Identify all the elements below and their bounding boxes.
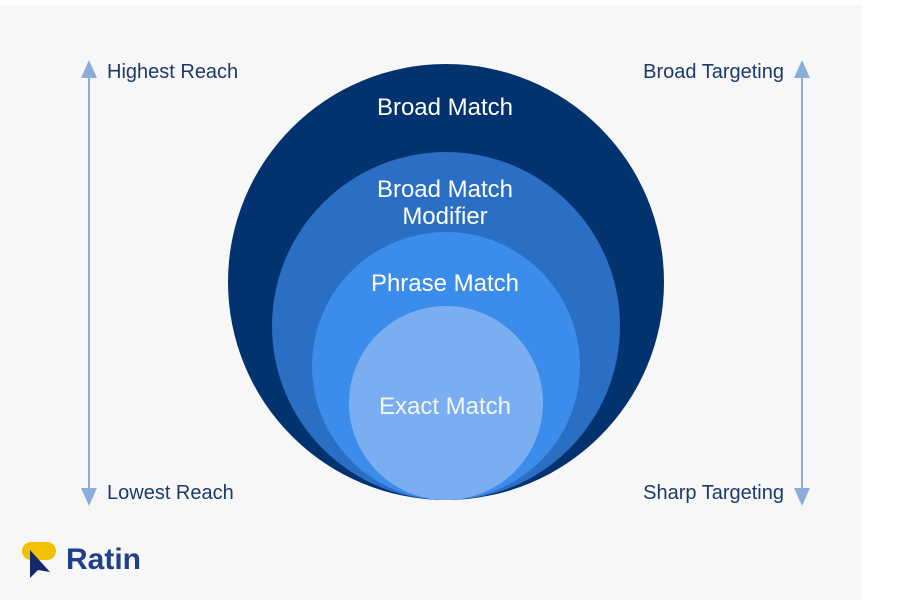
left-arrow-down-head	[81, 488, 97, 506]
label-broad-match-modifier: Broad Match Modifier	[376, 176, 514, 230]
ratin-logo: Ratin	[20, 540, 141, 580]
highest-reach-label: Highest Reach	[107, 61, 239, 83]
circle-exact-match	[349, 306, 543, 500]
label-phrase-match: Phrase Match	[370, 270, 520, 297]
left-double-arrow	[81, 60, 97, 506]
ratin-logo-icon	[22, 542, 56, 578]
left-arrow-up-head	[81, 60, 97, 78]
brand-name: Ratin	[66, 543, 141, 576]
label-broad-match: Broad Match	[376, 94, 514, 121]
label-exact-match: Exact Match	[378, 393, 512, 420]
right-double-arrow	[794, 60, 810, 506]
lowest-reach-label: Lowest Reach	[107, 482, 234, 504]
broad-targeting-label: Broad Targeting	[643, 61, 784, 83]
right-arrow-down-head	[794, 488, 810, 506]
right-arrow-up-head	[794, 60, 810, 78]
sharp-targeting-label: Sharp Targeting	[643, 482, 784, 504]
